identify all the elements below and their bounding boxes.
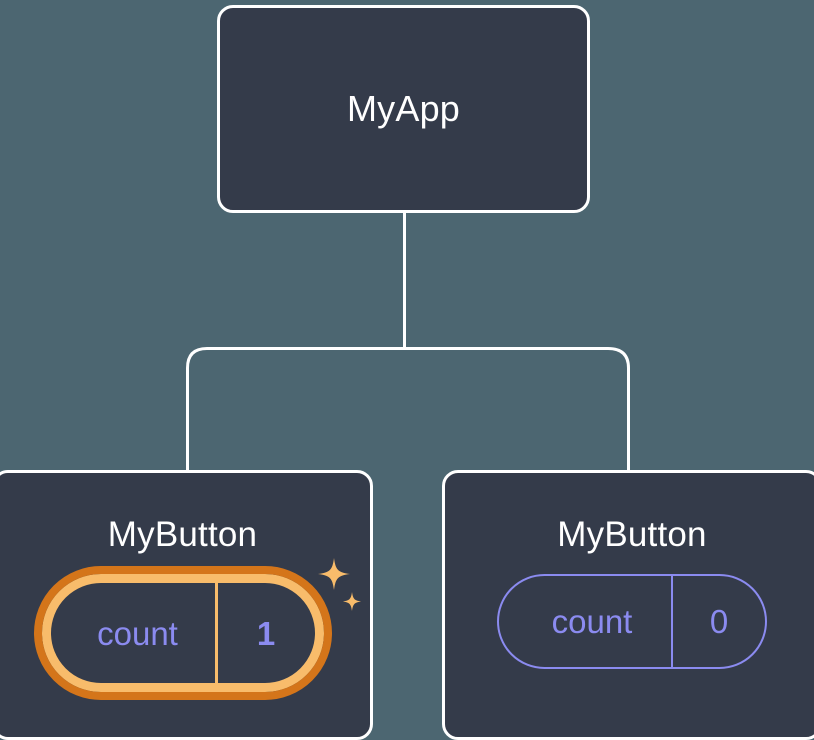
connector-branch xyxy=(186,347,630,470)
node-mybutton-left-title: MyButton xyxy=(107,515,258,554)
state-pill-left-wrap: count 1 xyxy=(33,558,361,700)
node-mybutton-right-title: MyButton xyxy=(557,515,707,554)
node-myapp-title: MyApp xyxy=(346,88,461,129)
sparkle-large-icon xyxy=(317,558,350,590)
state-pill-right[interactable]: count 0 xyxy=(497,574,767,669)
state-pill-right-key: count xyxy=(551,603,633,640)
state-pill-left-key: count xyxy=(97,614,178,652)
node-mybutton-right[interactable]: MyButton count 0 xyxy=(442,470,814,740)
state-pill-right-wrap: count 0 xyxy=(497,574,767,669)
state-pill-right-value: 0 xyxy=(671,576,765,667)
state-pill-left-value: 1 xyxy=(214,583,315,683)
node-mybutton-left[interactable]: MyButton count 1 xyxy=(0,470,373,740)
state-pill-left[interactable]: count 1 xyxy=(33,566,332,700)
node-myapp[interactable]: MyApp xyxy=(217,5,590,213)
sparkle-small-icon xyxy=(342,592,361,611)
